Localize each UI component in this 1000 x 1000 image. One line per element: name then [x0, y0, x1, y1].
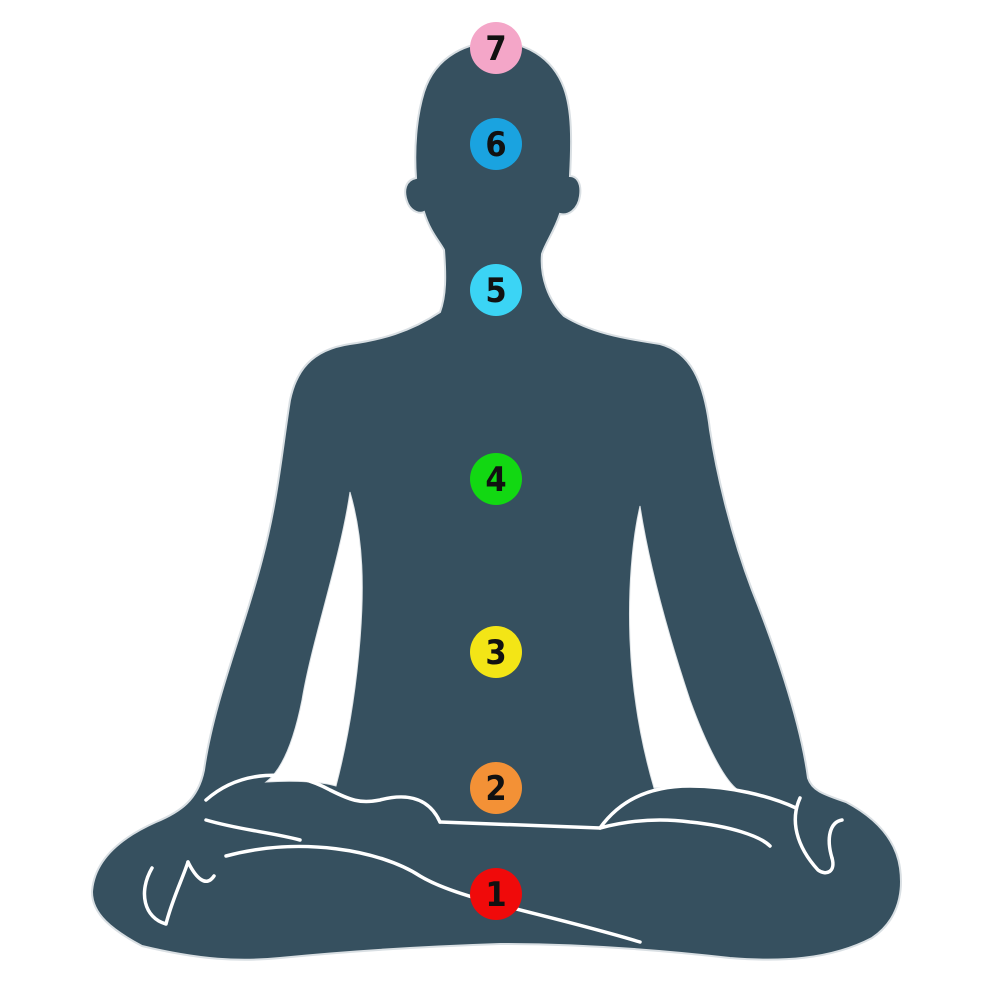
chakra-4-label: 4: [485, 460, 506, 500]
chakra-1-label: 1: [485, 875, 506, 915]
left-hand-outline: [142, 860, 190, 926]
chakra-6-label: 6: [485, 125, 506, 165]
chakra-5-circle: [470, 264, 522, 316]
left-fingers: [186, 860, 216, 883]
right-hand-outline: [793, 796, 835, 875]
left-knee-outline: [204, 773, 442, 824]
chakra-6-circle: [470, 118, 522, 170]
chakra-2-label: 2: [485, 769, 506, 809]
chakra-1-circle: [470, 868, 522, 920]
right-fingers: [827, 818, 844, 860]
chakra-2: 2: [470, 762, 522, 814]
chakra-5-label: 5: [485, 271, 506, 311]
chakra-5: 5: [470, 264, 522, 316]
chakra-1: 1: [470, 868, 522, 920]
chakra-3-label: 3: [485, 633, 506, 673]
chakra-4-circle: [470, 453, 522, 505]
chakra-7-label: 7: [485, 29, 506, 69]
lower-calf-line: [204, 818, 302, 842]
chakra-2-circle: [470, 762, 522, 814]
right-knee-outline: [598, 784, 798, 830]
chakra-points: 7 6 5 4 3 2 1: [470, 22, 522, 920]
chakra-3: 3: [470, 626, 522, 678]
waist-fold: [438, 818, 772, 848]
chakra-7-circle: [470, 22, 522, 74]
chakra-4: 4: [470, 453, 522, 505]
chakra-6: 6: [470, 118, 522, 170]
leg-outlines: [142, 773, 844, 944]
chakra-7: 7: [470, 22, 522, 74]
calf-line: [224, 844, 642, 944]
chakra-3-circle: [470, 626, 522, 678]
